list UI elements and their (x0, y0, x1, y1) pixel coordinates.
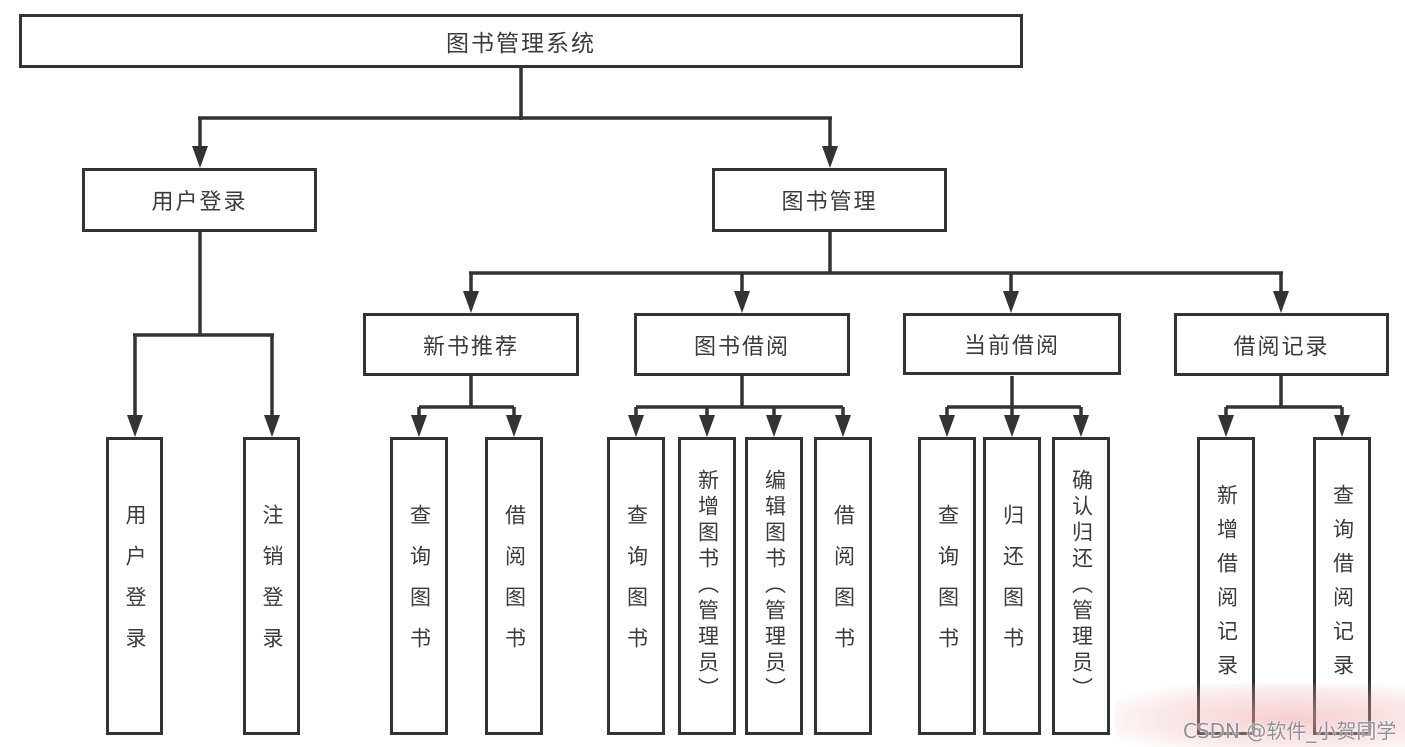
node-label: 借阅图书 (831, 504, 856, 668)
node-label: 借阅记录 (1233, 334, 1330, 360)
node-add-book-admin: 新增图书（管理员） (678, 437, 736, 735)
node-logout: 注销登录 (243, 437, 300, 735)
node-label: 查询借阅记录 (1330, 484, 1355, 688)
node-label: 归还图书 (1000, 504, 1025, 668)
node-label: 用户登录 (151, 190, 248, 215)
node-root: 图书管理系统 (19, 14, 1023, 68)
node-query-books-current: 查询图书 (918, 437, 976, 735)
node-label: 查询图书 (624, 504, 649, 668)
node-book-management: 图书管理 (712, 168, 947, 232)
node-return-book: 归还图书 (983, 437, 1041, 735)
node-label: 当前借阅 (963, 334, 1060, 359)
node-label: 图书借阅 (693, 334, 790, 360)
node-borrow-books-recommend: 借阅图书 (485, 437, 543, 735)
node-label: 图书管理 (781, 190, 878, 215)
node-label: 编辑图书（管理员） (762, 469, 787, 703)
node-label: 确认归还（管理员） (1069, 469, 1094, 703)
node-confirm-return-admin: 确认归还（管理员） (1052, 437, 1110, 735)
node-user-login: 用户登录 (106, 437, 163, 735)
node-new-book-recommend: 新书推荐 (363, 313, 579, 376)
node-label: 查询图书 (407, 504, 432, 668)
watermark: CSDN @软件_小贺同学 (1183, 719, 1397, 743)
node-query-books-borrow: 查询图书 (607, 437, 665, 735)
node-edit-book-admin: 编辑图书（管理员） (745, 437, 803, 735)
node-borrow-books: 借阅图书 (814, 437, 872, 735)
node-label: 借阅图书 (502, 504, 527, 668)
node-label: 注销登录 (260, 504, 284, 668)
node-label: 新增借阅记录 (1214, 484, 1239, 688)
node-label: 新书推荐 (422, 334, 519, 360)
watermark-tint (1115, 684, 1405, 747)
node-user-login-group: 用户登录 (82, 168, 317, 232)
node-label: 用户登录 (123, 504, 147, 668)
node-label: 新增图书（管理员） (695, 469, 720, 703)
node-book-borrow: 图书借阅 (634, 313, 850, 376)
node-label: 查询图书 (935, 504, 960, 668)
node-borrow-records: 借阅记录 (1174, 313, 1389, 376)
node-query-books-recommend: 查询图书 (390, 437, 448, 735)
node-label: 图书管理系统 (446, 31, 596, 57)
node-current-borrow: 当前借阅 (903, 313, 1121, 375)
